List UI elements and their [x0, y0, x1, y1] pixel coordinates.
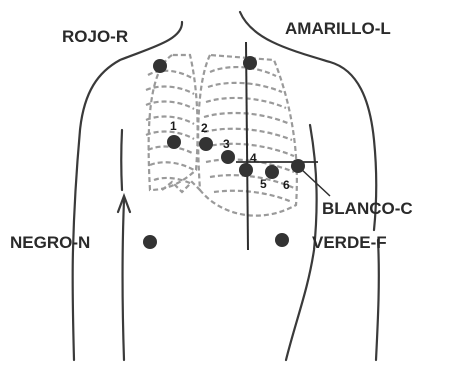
precordial-number-2: 2 — [201, 121, 208, 135]
label-rojo: ROJO-R — [62, 27, 128, 46]
precordial-number-6: 6 — [283, 178, 290, 192]
electrode-v6 — [291, 159, 305, 173]
precordial-number-4: 4 — [250, 151, 257, 165]
label-verde: VERDE-F — [312, 233, 387, 252]
left-inner-arm-line — [121, 130, 122, 190]
electrode-v5 — [265, 165, 279, 179]
electrode-v4 — [239, 163, 253, 177]
electrodes — [143, 56, 305, 249]
electrode-v2 — [199, 137, 213, 151]
label-blanco: BLANCO-C — [322, 199, 413, 218]
torso-outline — [73, 12, 379, 360]
label-amarillo: AMARILLO-L — [285, 19, 391, 38]
electrode-v3 — [221, 150, 235, 164]
rib-cage — [146, 55, 297, 216]
left-shoulder-line — [73, 22, 182, 360]
electrode-amarillo — [243, 56, 257, 70]
right-arm-inner-line — [376, 240, 379, 360]
precordial-number-5: 5 — [260, 177, 267, 191]
left-flank-line — [123, 200, 125, 360]
precordial-number-1: 1 — [170, 119, 177, 133]
right-shoulder-line — [240, 12, 376, 230]
electrode-negro — [143, 235, 157, 249]
electrode-verde — [275, 233, 289, 247]
electrode-v1 — [167, 135, 181, 149]
electrode-rojo — [153, 59, 167, 73]
precordial-number-3: 3 — [223, 137, 230, 151]
sternum-line — [246, 42, 248, 250]
label-negro: NEGRO-N — [10, 233, 90, 252]
